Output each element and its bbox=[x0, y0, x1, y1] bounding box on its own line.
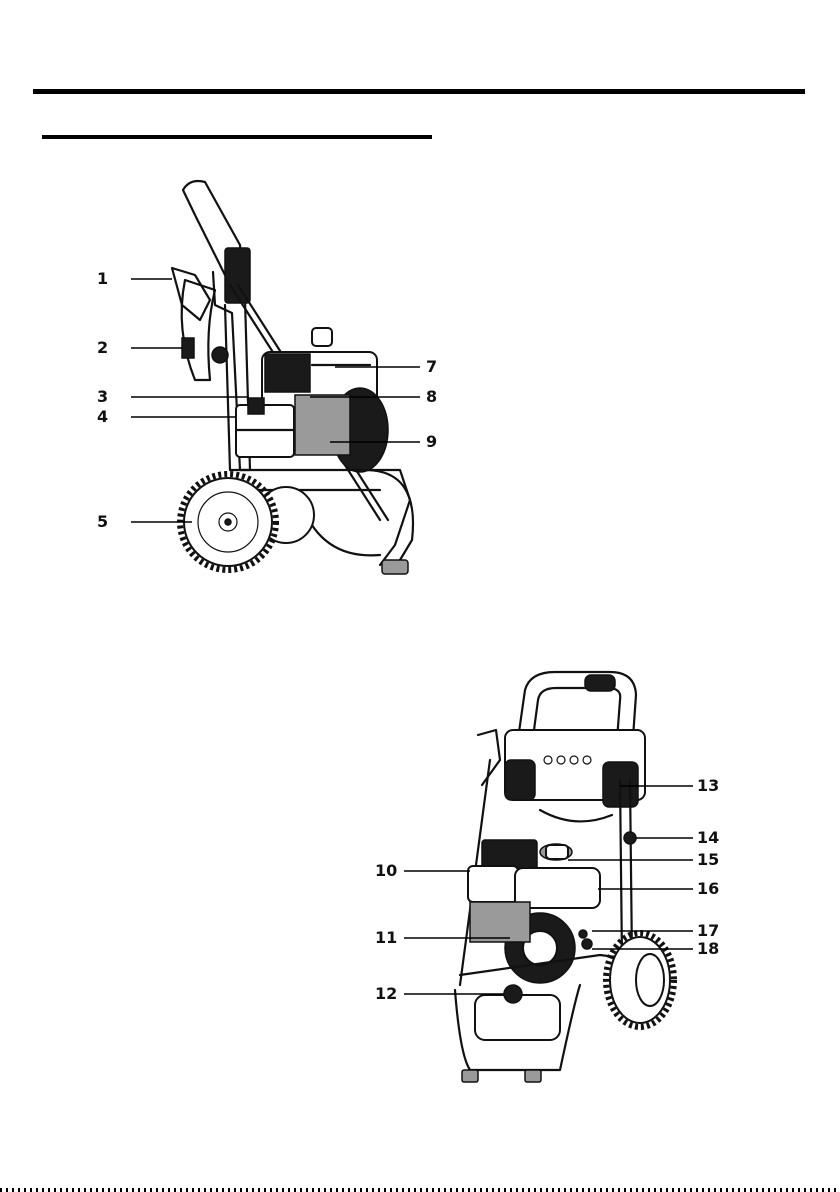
page-edge-strip bbox=[0, 1188, 840, 1192]
callout-8: 8 bbox=[426, 387, 437, 406]
side-view-illustration bbox=[172, 181, 413, 574]
callout-11: 11 bbox=[375, 928, 397, 947]
front-view-illustration bbox=[455, 672, 674, 1082]
callout-2: 2 bbox=[97, 338, 108, 357]
callout-17: 17 bbox=[697, 921, 719, 940]
callout-15: 15 bbox=[697, 850, 719, 869]
callout-7: 7 bbox=[426, 357, 437, 376]
callout-3: 3 bbox=[97, 387, 108, 406]
callout-5: 5 bbox=[97, 512, 108, 531]
callout-4: 4 bbox=[97, 407, 108, 426]
callout-9: 9 bbox=[426, 432, 437, 451]
callout-10: 10 bbox=[375, 861, 397, 880]
callout-12: 12 bbox=[375, 984, 397, 1003]
callout-14: 14 bbox=[697, 828, 719, 847]
callout-18: 18 bbox=[697, 939, 719, 958]
callout-1: 1 bbox=[97, 269, 108, 288]
callout-16: 16 bbox=[697, 879, 719, 898]
callout-13: 13 bbox=[697, 776, 719, 795]
